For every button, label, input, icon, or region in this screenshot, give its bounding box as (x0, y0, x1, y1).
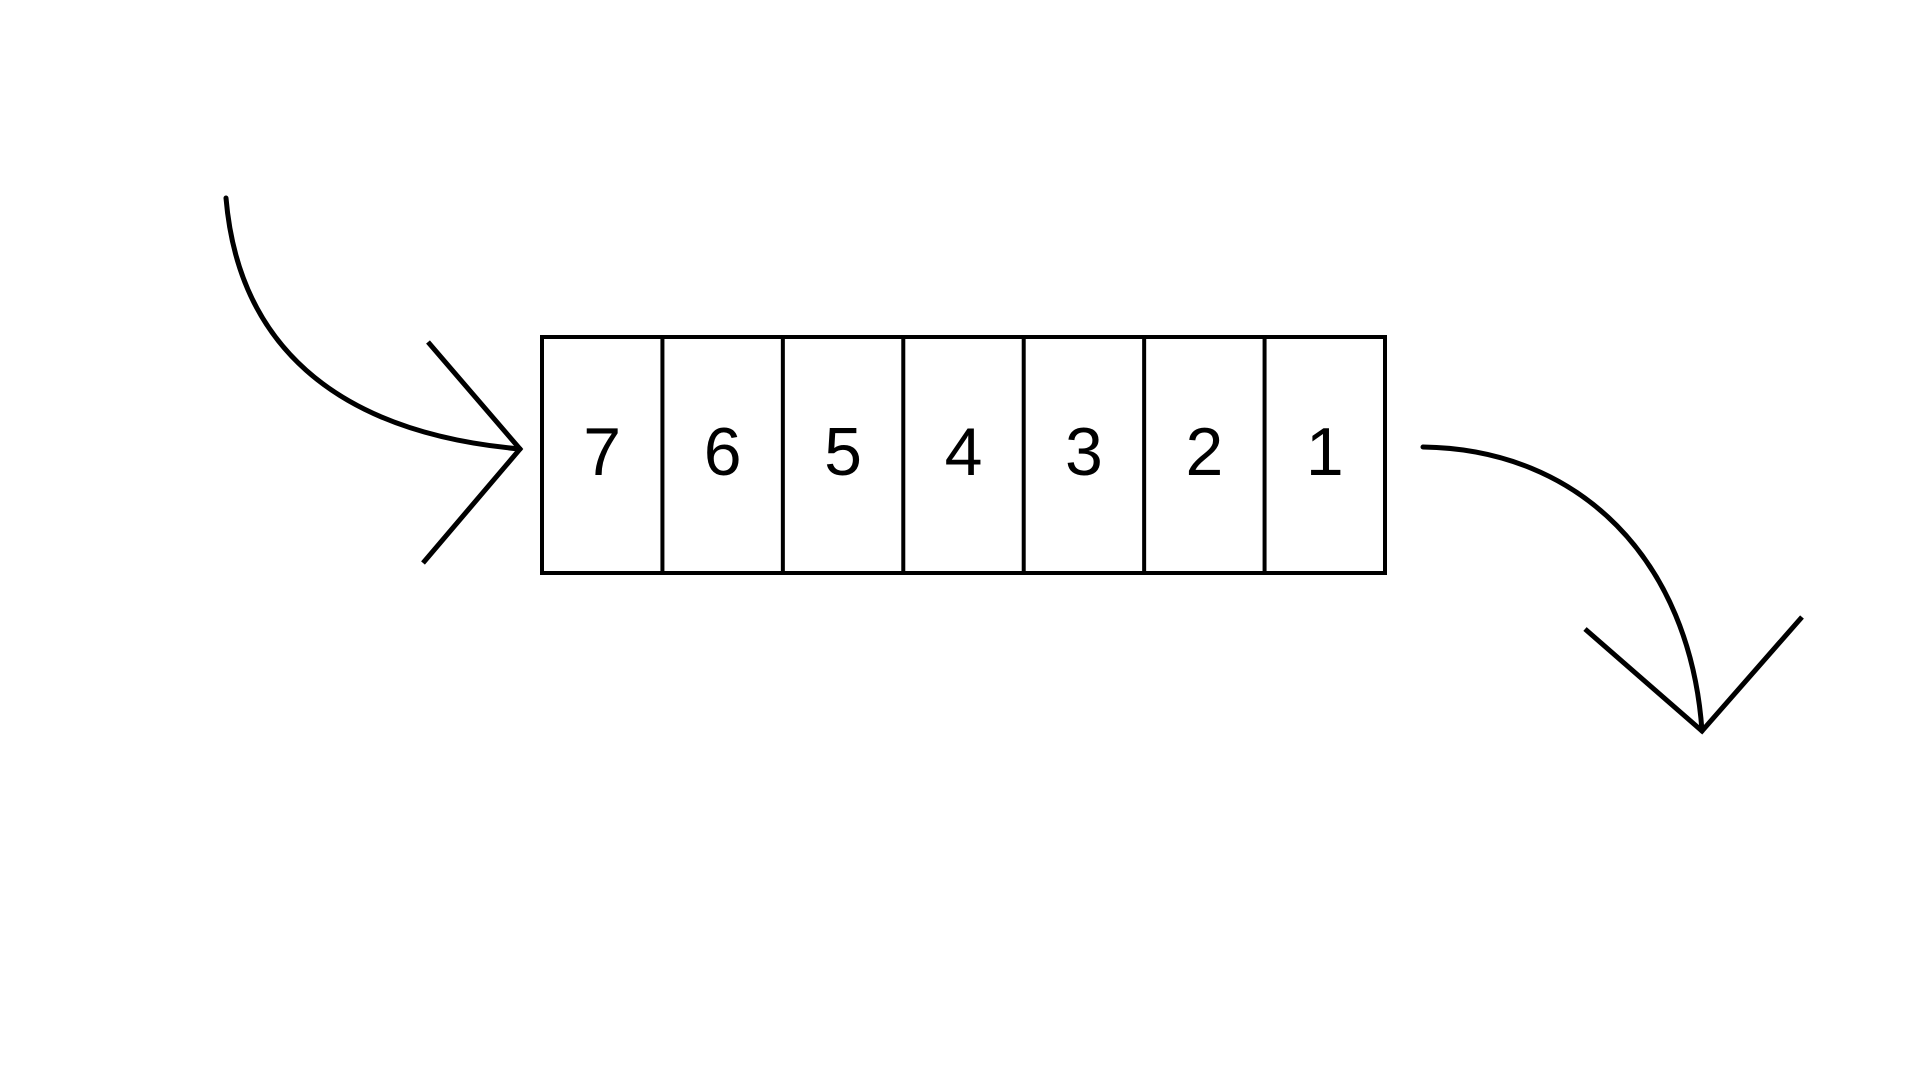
array-box[interactable] (540, 335, 1387, 575)
array-outer-border (540, 335, 1387, 575)
arrow-group (223, 195, 1804, 735)
array-cell-value: 2 (1185, 414, 1223, 490)
outbound-arrow-curve (1420, 444, 1705, 734)
array-cell-value: 4 (945, 414, 983, 490)
inbound-arrow-curve (223, 195, 523, 452)
array-cell-value: 6 (704, 414, 742, 490)
array-cell-value: 7 (583, 414, 621, 490)
array-cell-value: 1 (1306, 414, 1344, 490)
array-cell-labels: 7 6 5 4 3 2 1 (583, 414, 1343, 490)
array-cell-value: 3 (1065, 414, 1103, 490)
outbound-arrow-head-icon (1583, 615, 1804, 735)
array-cell-value: 5 (824, 414, 862, 490)
inbound-arrow-head-icon (421, 340, 524, 565)
